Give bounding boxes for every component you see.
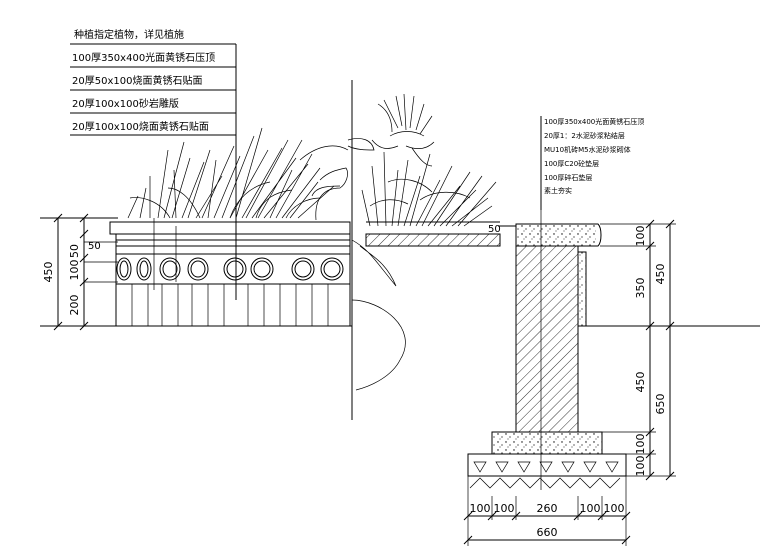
elevation-dim: 200	[68, 295, 81, 316]
section-dim: 100	[634, 456, 647, 477]
right-note-row: 素土夯实	[544, 186, 572, 195]
section-coping	[515, 223, 602, 247]
veneer-joints	[131, 284, 329, 326]
concrete-bed	[491, 431, 603, 455]
coping-lip	[115, 233, 351, 241]
bottom-dim: 100	[604, 502, 625, 515]
elevation-small-dim: 50	[88, 241, 101, 252]
shrub-planting	[127, 127, 349, 221]
coping-stone	[109, 221, 351, 235]
bottom-dim: 100	[580, 502, 601, 515]
wall-body	[115, 239, 351, 327]
planter-elevation	[40, 127, 352, 327]
right-note-row: 100厚C20砼垫层	[544, 159, 599, 168]
gravel-symbols	[473, 461, 619, 473]
left-note-row: 20厚100x100烧面黄锈石贴面	[72, 120, 209, 133]
brick-masonry	[515, 245, 579, 433]
section-dim: 350	[634, 278, 647, 299]
right-note-row: 100厚350x400光面黄锈石压顶	[544, 117, 644, 126]
break-line	[351, 80, 406, 420]
elevation-total-dim: 450	[42, 262, 55, 283]
elevation-dim: 100	[68, 260, 81, 281]
elevation-dim: 50	[68, 244, 81, 258]
soil-strip	[365, 233, 501, 247]
right-notes: 100厚350x400光面黄锈石压顶 20厚1：2水泥砂浆粘结层 MU10机砖M…	[544, 117, 644, 195]
wall-section	[365, 116, 760, 490]
left-notes: 种植指定植物，详见植施 100厚350x400光面黄锈石压顶 20厚50x100…	[70, 28, 237, 300]
bottom-total-dim: 660	[537, 526, 558, 539]
left-notes-heading: 种植指定植物，详见植施	[74, 28, 184, 41]
bottom-dim: 100	[470, 502, 491, 515]
gravel-bed	[467, 453, 627, 477]
elevation-dimensions: 450 50 100 100 200 50	[42, 213, 118, 331]
right-note-row: 100厚碎石垫层	[544, 173, 592, 182]
section-total-dim: 650	[654, 394, 667, 415]
left-note-row: 100厚350x400光面黄锈石压顶	[72, 51, 215, 64]
right-note-row: 20厚1：2水泥砂浆粘结层	[544, 131, 625, 140]
section-top-dim: 50	[488, 224, 501, 235]
carved-rings	[116, 257, 344, 281]
section-dimensions: 50 100 350 450 450 100 100 650	[463, 219, 676, 546]
left-note-row: 20厚100x100砂岩雕版	[72, 97, 179, 110]
right-note-row: MU10机砖M5水泥砂浆砌体	[544, 145, 631, 154]
bottom-dim: 260	[537, 502, 558, 515]
section-shrubs	[347, 93, 497, 227]
compacted-soil	[469, 477, 621, 489]
stone-veneer	[577, 251, 587, 327]
bottom-dim: 100	[494, 502, 515, 515]
section-total-dim: 450	[654, 264, 667, 285]
section-dim: 100	[634, 434, 647, 455]
left-note-row: 20厚50x100烧面黄锈石贴面	[72, 74, 202, 87]
section-dim: 450	[634, 372, 647, 393]
section-dim: 100	[634, 226, 647, 247]
